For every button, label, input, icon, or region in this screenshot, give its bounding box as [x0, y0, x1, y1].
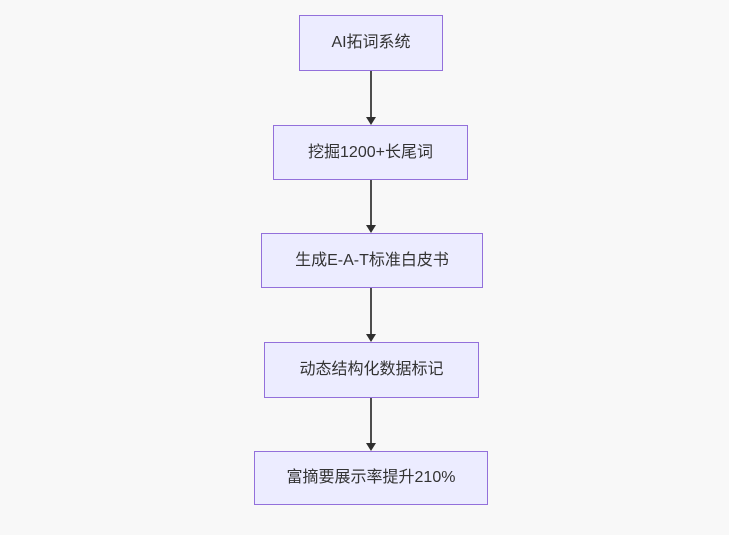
- flow-node-ai-word-system: AI拓词系统: [299, 15, 443, 71]
- flow-edge-3: [365, 288, 377, 342]
- arrow-down-icon: [366, 443, 376, 451]
- arrow-down-icon: [366, 225, 376, 233]
- flow-edge-4: [365, 398, 377, 451]
- flow-node-label: 生成E-A-T标准白皮书: [295, 251, 449, 269]
- flow-node-eat-whitepaper: 生成E-A-T标准白皮书: [261, 233, 483, 288]
- flow-node-rich-snippet-result: 富摘要展示率提升210%: [254, 451, 488, 505]
- flow-node-label: 动态结构化数据标记: [299, 361, 444, 379]
- edge-line: [370, 398, 372, 443]
- flow-edge-2: [365, 180, 377, 233]
- flow-node-structured-data: 动态结构化数据标记: [264, 342, 479, 398]
- arrow-down-icon: [366, 117, 376, 125]
- arrow-down-icon: [366, 334, 376, 342]
- flow-edge-1: [365, 71, 377, 125]
- edge-line: [370, 288, 372, 334]
- flow-node-label: 挖掘1200+长尾词: [308, 143, 433, 161]
- edge-line: [370, 180, 372, 225]
- edge-line: [370, 71, 372, 117]
- flow-node-label: 富摘要展示率提升210%: [286, 469, 456, 487]
- flow-node-longtail-mining: 挖掘1200+长尾词: [273, 125, 468, 180]
- flow-node-label: AI拓词系统: [331, 34, 411, 52]
